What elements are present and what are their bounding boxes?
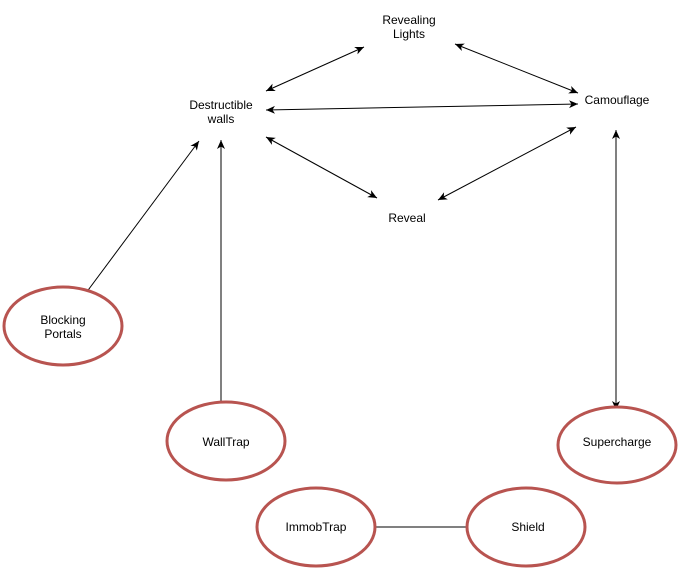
- node-ellipse: [165, 400, 287, 482]
- edge-reveal-camouflage: [437, 126, 577, 201]
- node-blocking-portals[interactable]: Blocking Portals: [2, 285, 124, 367]
- node-revealing-lights[interactable]: Revealing Lights: [382, 13, 435, 41]
- edge-revealing-lights-camouflage: [454, 43, 579, 94]
- node-label-line: Portals: [44, 327, 81, 341]
- node-label-line: ImmobTrap: [286, 520, 347, 534]
- edge-destructible-walls-camouflage: [265, 100, 579, 114]
- edges-layer: [79, 43, 620, 531]
- node-label-line: Supercharge: [583, 435, 652, 449]
- node-label-line: Revealing: [382, 13, 435, 27]
- node-destructible-walls[interactable]: Destructible walls: [189, 98, 253, 126]
- node-label-line: Blocking: [40, 313, 85, 327]
- node-walltrap[interactable]: WallTrap: [165, 400, 287, 482]
- node-immobtrap[interactable]: ImmobTrap: [255, 486, 377, 568]
- node-label-line: Shield: [511, 520, 544, 534]
- edge-destructible-walls-revealing-lights: [265, 46, 365, 92]
- node-ellipse: [556, 405, 678, 485]
- node-reveal[interactable]: Reveal: [388, 211, 425, 225]
- node-shield[interactable]: Shield: [465, 486, 587, 568]
- node-label-line: Camouflage: [585, 93, 650, 107]
- edge-destructible-walls-blocking-portals: [79, 140, 200, 302]
- node-ellipse: [255, 486, 377, 568]
- node-ellipse: [465, 486, 587, 568]
- node-label-line: Reveal: [388, 211, 425, 225]
- node-label-line: Lights: [393, 27, 425, 41]
- edge-destructible-walls-reveal: [265, 136, 378, 199]
- node-label-line: walls: [207, 112, 235, 126]
- node-camouflage[interactable]: Camouflage: [585, 93, 650, 107]
- node-ellipse: [2, 285, 124, 367]
- node-label-line: WallTrap: [202, 435, 249, 449]
- node-supercharge[interactable]: Supercharge: [556, 405, 678, 485]
- node-label-line: Destructible: [189, 98, 253, 112]
